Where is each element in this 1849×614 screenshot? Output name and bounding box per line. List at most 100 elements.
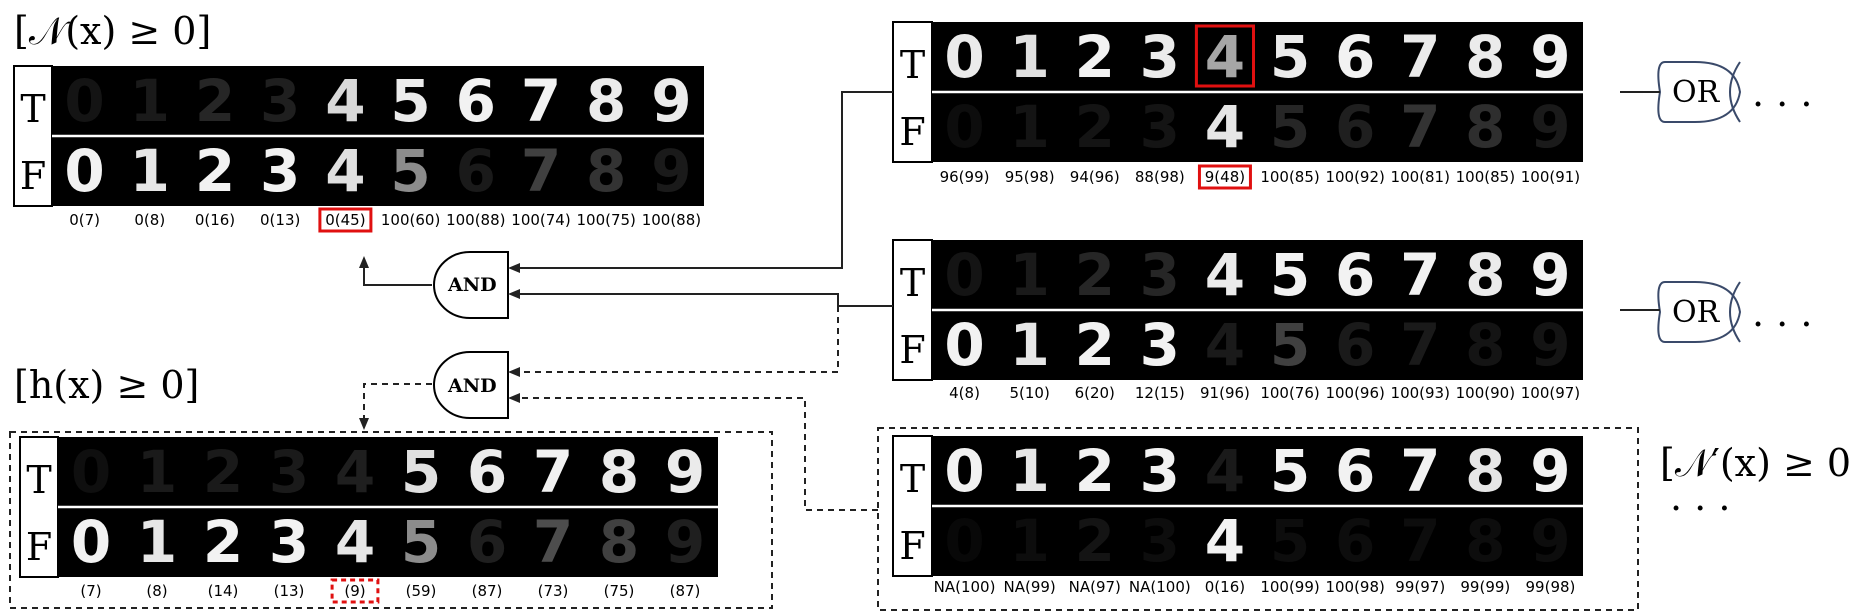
panel-nx-t-digit: 3 bbox=[260, 67, 300, 135]
or-gate-middle: OR . . . bbox=[1657, 281, 1812, 343]
panel-or-middle-f-digit: 7 bbox=[1400, 311, 1440, 379]
panel-hx-t-letter: T bbox=[26, 458, 51, 502]
panel-or-top-count-label: 95(98) bbox=[1005, 168, 1055, 186]
wires bbox=[359, 91, 1660, 511]
panel-or-middle-count-label: 100(97) bbox=[1521, 384, 1580, 402]
or-gate-top: OR . . . bbox=[1657, 61, 1812, 123]
panel-hx-f-digit: 8 bbox=[599, 508, 639, 576]
panel-hx-t-digit: 9 bbox=[665, 438, 705, 506]
panel-or-middle-f-digit: 2 bbox=[1075, 311, 1115, 379]
and-gate-top: AND bbox=[433, 251, 509, 319]
nprime-ellipsis: . . . bbox=[1670, 475, 1730, 519]
panel-nx-f-digit: 5 bbox=[390, 137, 430, 205]
panel-nprime-f-digit: 7 bbox=[1400, 507, 1440, 575]
wire-nprime-and-bottom bbox=[512, 397, 878, 511]
panel-or-middle-t-digit: 9 bbox=[1530, 241, 1570, 309]
panel-hx-t-digit: 0 bbox=[71, 438, 111, 506]
panel-nprime-f-digit: 8 bbox=[1465, 507, 1505, 575]
panel-or-top-count-label: 96(99) bbox=[940, 168, 990, 186]
title-nx: [𝒩(x) ≥ 0] bbox=[14, 9, 211, 53]
panel-nx-t-digit: 2 bbox=[195, 67, 235, 135]
panel-nx-t-digit: 0 bbox=[64, 67, 104, 135]
panel-or-top-count-label: 100(91) bbox=[1521, 168, 1580, 186]
panel-nprime-f-digit: 5 bbox=[1270, 507, 1310, 575]
panel-or-top-f-digit: 0 bbox=[944, 93, 984, 161]
panel-nx-f-digit: 4 bbox=[325, 137, 365, 205]
panel-or-top-f-digit: 4 bbox=[1205, 93, 1245, 161]
panel-or-top-f-digit: 8 bbox=[1465, 93, 1505, 161]
panel-nprime: TF00NA(100)11NA(99)22NA(97)33NA(100)440(… bbox=[892, 435, 1583, 596]
panel-hx-count-label: (75) bbox=[604, 582, 635, 600]
panel-or-middle-f-digit: 9 bbox=[1530, 311, 1570, 379]
panel-or-top-count-label: 9(48) bbox=[1205, 168, 1245, 186]
panel-or-top-f-digit: 1 bbox=[1009, 93, 1049, 161]
panel-hx-f-digit: 9 bbox=[665, 508, 705, 576]
panel-nx-t-digit: 8 bbox=[586, 67, 626, 135]
panel-hx-f-digit: 7 bbox=[533, 508, 573, 576]
panel-or-middle-f-digit: 6 bbox=[1335, 311, 1375, 379]
panel-or-top-t-digit: 4 bbox=[1205, 23, 1245, 91]
panel-nprime-count-label: 99(99) bbox=[1460, 578, 1510, 596]
panel-nx-t-digit: 1 bbox=[130, 67, 170, 135]
panel-hx-count-label: (87) bbox=[670, 582, 701, 600]
panel-hx-t-digit: 1 bbox=[137, 438, 177, 506]
panel-hx-f-letter: F bbox=[26, 525, 52, 569]
panel-or-middle-f-digit: 4 bbox=[1205, 311, 1245, 379]
panel-nprime-f-digit: 9 bbox=[1530, 507, 1570, 575]
or-middle-ellipsis: . . . bbox=[1752, 291, 1812, 335]
panel-nx-count-label: 0(8) bbox=[134, 211, 165, 229]
panel-or-top-t-digit: 0 bbox=[944, 23, 984, 91]
panel-or-top-count-label: 100(85) bbox=[1260, 168, 1319, 186]
panel-nprime-t-digit: 3 bbox=[1140, 437, 1180, 505]
panel-nx-highlight-label bbox=[318, 207, 373, 233]
nprime-dashed-frame bbox=[877, 427, 1639, 611]
panel-hx-tf-box bbox=[19, 436, 59, 578]
panel-nprime-f-digit: 3 bbox=[1140, 507, 1180, 575]
panel-or-top-f-letter: F bbox=[899, 110, 925, 154]
wire-and-bottom-output bbox=[363, 383, 432, 424]
panel-or-top-t-digit: 3 bbox=[1140, 23, 1180, 91]
panel-or-middle-t-digit: 5 bbox=[1270, 241, 1310, 309]
panel-or-top-count-label: 94(96) bbox=[1070, 168, 1120, 186]
panel-nprime-count-label: 99(97) bbox=[1395, 578, 1445, 596]
panel-hx-count-label: (59) bbox=[406, 582, 437, 600]
panel-or-top-f-digit: 9 bbox=[1530, 93, 1570, 161]
panel-or-middle-f-digit: 0 bbox=[944, 311, 984, 379]
panel-nprime-count-label: 100(98) bbox=[1325, 578, 1384, 596]
wire-top-and bbox=[512, 91, 893, 269]
panel-nx-t-digit: 4 bbox=[325, 67, 365, 135]
panel-nprime-count-label: NA(99) bbox=[1004, 578, 1056, 596]
panel-or-top-t-digit: 7 bbox=[1400, 23, 1440, 91]
panel-hx-count-label: (14) bbox=[208, 582, 239, 600]
panel-or-top-t-digit: 8 bbox=[1465, 23, 1505, 91]
panel-or-top-t-digit: 1 bbox=[1009, 23, 1049, 91]
panel-nprime-t-digit: 4 bbox=[1205, 437, 1245, 505]
panel-or-top-f-digit: 5 bbox=[1270, 93, 1310, 161]
panel-hx-t-digit: 4 bbox=[335, 438, 375, 506]
panel-nx-t-digit: 9 bbox=[651, 67, 691, 135]
panel-or-middle-t-letter: T bbox=[900, 261, 925, 305]
panel-hx-t-digit: 8 bbox=[599, 438, 639, 506]
svg-text:AND: AND bbox=[447, 274, 497, 296]
wire-middle-and bbox=[512, 293, 893, 307]
panel-nprime-t-digit: 7 bbox=[1400, 437, 1440, 505]
panel-or-middle-count-label: 6(20) bbox=[1075, 384, 1115, 402]
panel-hx-t-digit: 3 bbox=[269, 438, 309, 506]
panel-or-middle-tf-box bbox=[892, 239, 933, 381]
panel-nx-count-label: 0(16) bbox=[195, 211, 235, 229]
panel-or-middle-count-label: 5(10) bbox=[1009, 384, 1049, 402]
panel-nx-f-digit: 9 bbox=[651, 137, 691, 205]
panel-nprime-t-letter: T bbox=[900, 457, 925, 501]
panel-or-middle-count-label: 100(76) bbox=[1260, 384, 1319, 402]
panel-nx-count-label: 100(74) bbox=[511, 211, 570, 229]
panel-nprime-t-digit: 5 bbox=[1270, 437, 1310, 505]
panel-or-middle-count-label: 100(93) bbox=[1391, 384, 1450, 402]
panel-nprime-t-digit: 6 bbox=[1335, 437, 1375, 505]
svg-text:OR: OR bbox=[1672, 75, 1721, 110]
panel-or-middle-count-label: 12(15) bbox=[1135, 384, 1185, 402]
panel-or-middle-f-digit: 1 bbox=[1009, 311, 1049, 379]
panel-nprime-t-digit: 9 bbox=[1530, 437, 1570, 505]
panel-hx-count-label: (7) bbox=[80, 582, 101, 600]
panel-or-top-highlight-label bbox=[1197, 164, 1252, 190]
